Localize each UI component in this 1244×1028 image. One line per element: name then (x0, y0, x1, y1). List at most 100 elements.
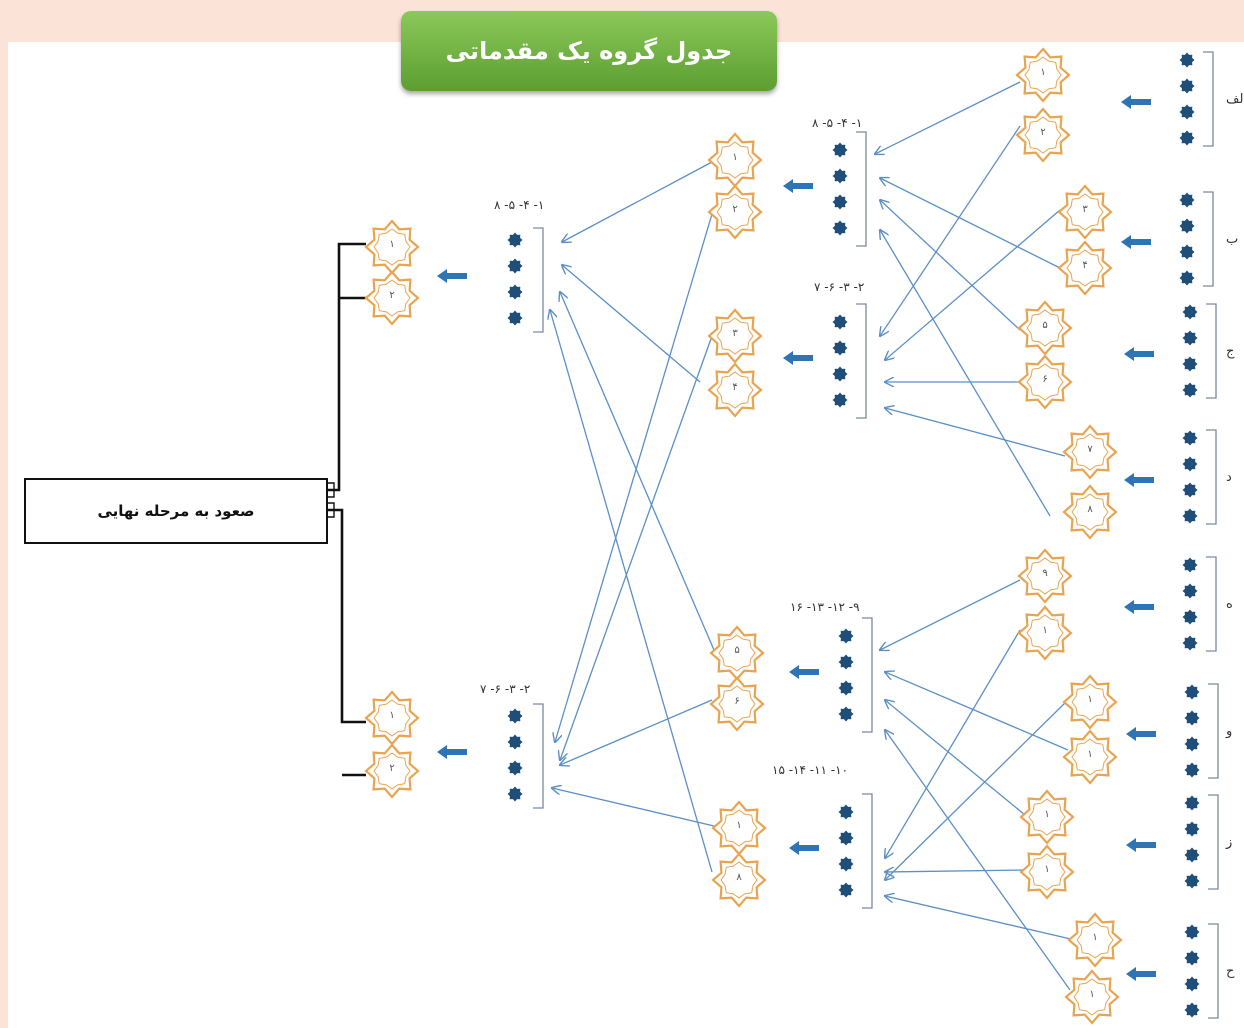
group-4-dot-1 (1182, 583, 1198, 599)
round2-arrow-3 (789, 841, 819, 855)
round3-label-0: ۱- ۴- ۵- ۸ (494, 198, 545, 212)
round2-label-1: ۲- ۳- ۶- ۷ (814, 280, 865, 294)
round2-bracket-3 (862, 793, 873, 909)
group-6-dot-2 (1184, 847, 1200, 863)
link-r2-7 (550, 310, 713, 873)
link-r1-9 (885, 629, 1021, 858)
round2-pool-1-dot-2 (832, 366, 848, 382)
group-0-dot-2 (1179, 104, 1195, 120)
star-r1-7-inner (1071, 493, 1109, 531)
round2-pool-2-dot-1 (838, 654, 854, 670)
group-3-dot-2 (1182, 482, 1198, 498)
link-r1-13 (885, 870, 1026, 872)
link-r1-2 (885, 209, 1061, 360)
round3-arrow-0 (437, 269, 467, 283)
group-4-dot-2 (1182, 609, 1198, 625)
round3-arrow-1 (437, 745, 467, 759)
star-r2-4-inner (718, 634, 756, 672)
round3-pool-1-dot-3 (507, 786, 523, 802)
link-r1-6 (885, 408, 1066, 457)
star-r2-2-number: ۳ (732, 328, 738, 339)
group-1-dot-1 (1179, 218, 1195, 234)
link-r2-5 (560, 699, 713, 765)
group-arrow-1 (1121, 235, 1151, 249)
star-r2-7-number: ۸ (736, 872, 742, 883)
group-bracket-0 (1203, 51, 1214, 147)
link-r2-6 (552, 788, 715, 827)
group-bracket-6 (1208, 794, 1219, 890)
group-letter-0: الف (1226, 92, 1244, 107)
star-r1-2-number: ۳ (1082, 204, 1088, 215)
link-r1-7 (880, 230, 1051, 517)
star-r2-1-number: ۲ (732, 204, 738, 215)
group-letter-4: ه (1226, 597, 1233, 612)
group-arrow-5 (1126, 727, 1156, 741)
round2-pool-0-dot-2 (832, 194, 848, 210)
group-1-dot-2 (1179, 244, 1195, 260)
star-r1-8-inner (1026, 557, 1064, 595)
star-r1-13-number: ۱ (1044, 864, 1050, 875)
group-7-dot-0 (1184, 924, 1200, 940)
link-r1-3 (880, 178, 1061, 269)
group-1-dot-0 (1179, 192, 1195, 208)
star-r1-11-inner (1071, 738, 1109, 776)
group-arrow-3 (1124, 473, 1154, 487)
group-7-dot-2 (1184, 976, 1200, 992)
star-r3-0-inner (373, 228, 411, 266)
round2-arrow-0 (783, 179, 813, 193)
star-r2-6-inner (720, 809, 758, 847)
star-r1-5-inner (1026, 363, 1064, 401)
link-r1-15 (885, 730, 1071, 991)
round2-pool-2-dot-0 (838, 628, 854, 644)
group-2-dot-2 (1182, 356, 1198, 372)
star-r3-2-number: ۱ (389, 710, 395, 721)
round3-label-1: ۲- ۳- ۶- ۷ (480, 682, 531, 696)
star-r1-12-number: ۱ (1044, 809, 1050, 820)
round2-label-2: ۹- ۱۲- ۱۳- ۱۶ (790, 600, 860, 614)
star-r2-6-number: ۱ (736, 820, 742, 831)
link-r1-8 (880, 579, 1021, 650)
group-2-dot-0 (1182, 304, 1198, 320)
group-arrow-4 (1124, 600, 1154, 614)
round3-pool-0-dot-3 (507, 310, 523, 326)
star-r1-10-number: ۱ (1087, 694, 1093, 705)
star-r1-14-number: ۱ (1092, 932, 1098, 943)
group-5-dot-0 (1184, 684, 1200, 700)
star-r2-7-inner (720, 861, 758, 899)
round2-pool-0-dot-1 (832, 168, 848, 184)
group-6-dot-3 (1184, 873, 1200, 889)
final-bracket-bottom (324, 508, 366, 724)
link-r2-4 (560, 292, 715, 651)
group-0-dot-1 (1179, 78, 1195, 94)
group-2-dot-3 (1182, 382, 1198, 398)
star-r1-10-inner (1071, 683, 1109, 721)
group-3-dot-3 (1182, 508, 1198, 524)
star-r2-5-number: ۶ (734, 696, 740, 707)
round2-pool-1-dot-3 (832, 392, 848, 408)
group-bracket-7 (1208, 923, 1219, 1019)
group-4-dot-0 (1182, 557, 1198, 573)
star-r1-3-number: ۴ (1082, 260, 1088, 271)
round2-pool-0-dot-0 (832, 142, 848, 158)
round3-pool-1-dot-1 (507, 734, 523, 750)
star-r1-9-number: ۱ (1042, 625, 1048, 636)
star-r2-3-inner (716, 371, 754, 409)
star-r3-1-inner (373, 279, 411, 317)
group-arrow-6 (1126, 838, 1156, 852)
group-5-dot-2 (1184, 736, 1200, 752)
group-6-dot-0 (1184, 795, 1200, 811)
round2-pool-2-dot-2 (838, 680, 854, 696)
star-r1-2-inner (1066, 193, 1104, 231)
star-r2-1-inner (716, 193, 754, 231)
star-r1-14-inner (1076, 921, 1114, 959)
star-r1-12-inner (1028, 798, 1066, 836)
star-r2-0-inner (716, 141, 754, 179)
star-r1-1-number: ۲ (1040, 127, 1046, 138)
star-r1-7-number: ۸ (1087, 504, 1093, 515)
star-r1-3-inner (1066, 249, 1104, 287)
star-r1-15-number: ۱ (1089, 989, 1095, 1000)
round2-pool-3-dot-1 (838, 830, 854, 846)
link-r1-4 (880, 200, 1021, 331)
star-r3-1-number: ۲ (389, 290, 395, 301)
